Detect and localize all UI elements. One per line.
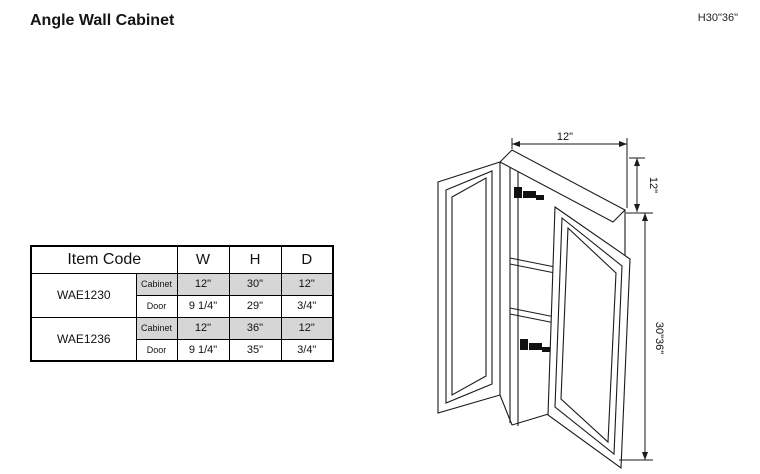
- dimension-arrows: [512, 141, 648, 460]
- open-right-door: [547, 205, 631, 470]
- page-title: Angle Wall Cabinet: [30, 12, 175, 29]
- value-h: 30": [228, 272, 282, 296]
- spec-table-header-row: Item Code W H D: [30, 245, 334, 274]
- row-type-cell: Door: [135, 294, 178, 318]
- table-row: WAE1236 Cabinet 12" 36" 12": [30, 316, 334, 362]
- shelf: [509, 307, 556, 318]
- top-panel: [499, 149, 626, 223]
- shelf: [509, 257, 556, 268]
- cabinet-diagram: 12" 12" 30"36": [405, 112, 715, 472]
- value-d: 12": [280, 272, 334, 296]
- col-header-d: D: [280, 245, 334, 274]
- shelf: [509, 263, 556, 274]
- value-w: 12": [176, 272, 230, 296]
- value-h: 36": [228, 316, 282, 340]
- value-w: 12": [176, 316, 230, 340]
- hinge-icon: [523, 191, 536, 198]
- left-door-panel-inner: [451, 177, 487, 396]
- value-w: 9 1/4": [176, 294, 230, 318]
- hinge-icon: [520, 339, 528, 350]
- row-type-cell: Door: [135, 338, 178, 362]
- dimension-label-top-height: 12": [647, 177, 659, 193]
- right-door: [547, 205, 631, 470]
- hinges: [514, 187, 550, 352]
- hinge-icon: [542, 347, 550, 352]
- cabinet-drawing-svg: 12" 12" 30"36": [437, 131, 665, 470]
- dimension-label-cabinet-height: 30"36": [653, 322, 665, 354]
- hinge-icon: [529, 343, 542, 350]
- item-code-cell: WAE1236: [30, 316, 137, 362]
- col-header-h: H: [228, 245, 282, 274]
- model-size-label: H30"36": [697, 12, 738, 24]
- value-d: 12": [280, 316, 334, 340]
- col-header-item-code: Item Code: [30, 245, 178, 274]
- value-d: 3/4": [280, 294, 334, 318]
- hinge-icon: [536, 195, 544, 200]
- shelf: [509, 313, 556, 324]
- left-door-panel: [445, 170, 493, 404]
- table-row: Door 9 1/4" 35" 3/4": [31, 338, 334, 362]
- right-door-panel: [554, 216, 623, 456]
- spec-table: Item Code W H D WAE1230 Cabinet 12" 30" …: [30, 245, 334, 362]
- value-w: 9 1/4": [176, 338, 230, 362]
- dimension-labels: 12" 12" 30"36": [557, 131, 665, 354]
- dimension-label-top-width: 12": [557, 131, 573, 143]
- left-door: [437, 161, 501, 414]
- bottom-edge: [499, 394, 513, 426]
- value-h: 35": [228, 338, 282, 362]
- dimension-lines: [511, 138, 653, 461]
- row-type-cell: Cabinet: [135, 272, 178, 296]
- hinge-icon: [514, 187, 522, 198]
- item-code-cell: WAE1230: [30, 272, 137, 318]
- value-h: 29": [228, 294, 282, 318]
- col-header-w: W: [176, 245, 230, 274]
- right-door-panel-inner: [560, 226, 617, 444]
- table-row: WAE1230 Cabinet 12" 30" 12": [30, 272, 334, 318]
- value-d: 3/4": [280, 338, 334, 362]
- row-type-cell: Cabinet: [135, 316, 178, 340]
